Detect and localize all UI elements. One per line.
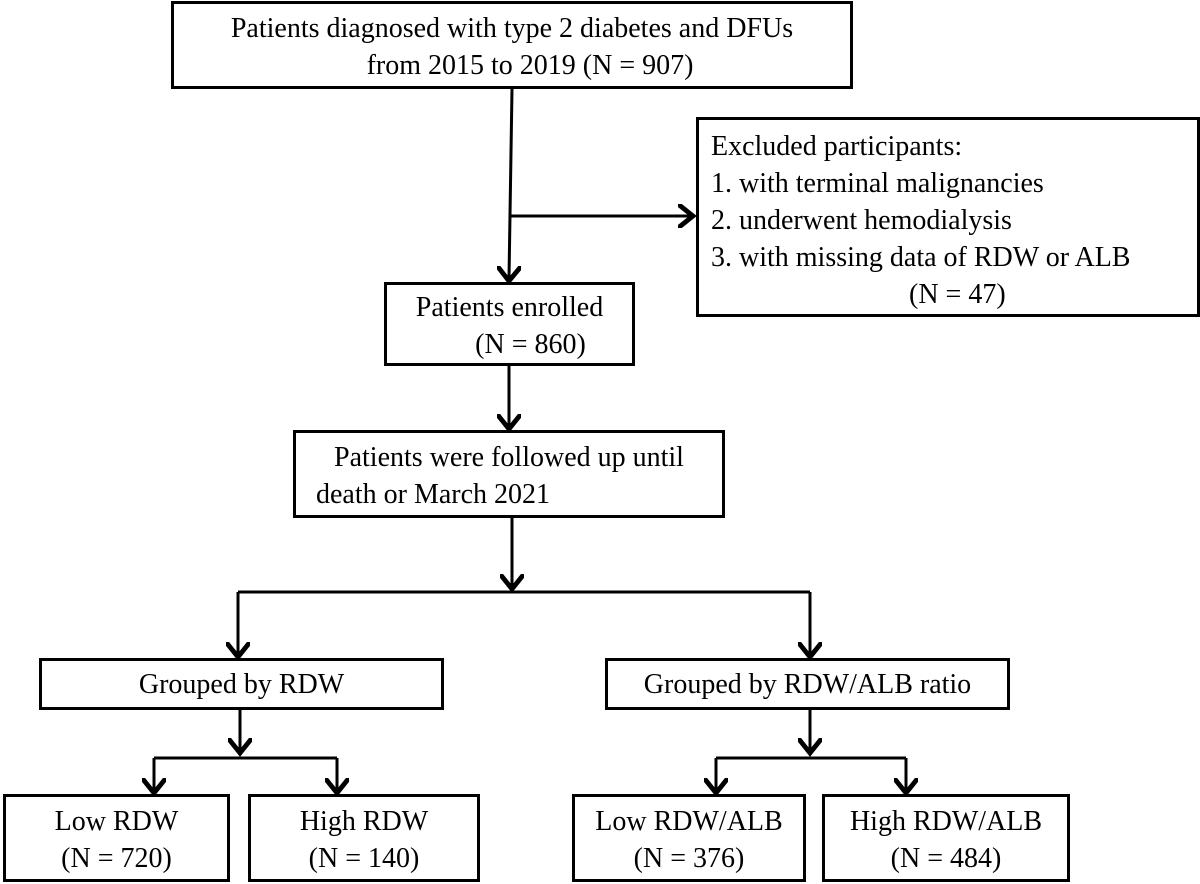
box-follow-up: Patients were followed up until death or… [293,430,725,518]
box-grouped-by-ratio: Grouped by RDW/ALB ratio [605,658,1010,710]
excluded-item: 1. with terminal malignancies [711,168,1044,199]
excluded-item: 3. with missing data of RDW or ALB [711,242,1131,273]
box-grouped-by-rdw: Grouped by RDW [39,658,444,710]
box-high-rdw-alb: High RDW/ALB (N = 484) [822,794,1070,882]
excluded-title: Excluded participants: [711,131,963,162]
box-high-rdw: High RDW (N = 140) [248,794,480,882]
box-initial-patients: Patients diagnosed with type 2 diabetes … [171,1,853,89]
high-ratio-label: High RDW/ALB [849,806,1043,837]
box-low-rdw: Low RDW (N = 720) [3,794,230,882]
box-excluded-participants: Excluded participants: 1. with terminal … [696,117,1200,317]
high-rdw-count: (N = 140) [308,843,420,874]
low-ratio-count: (N = 376) [633,843,745,874]
high-ratio-count: (N = 484) [890,843,1002,874]
low-ratio-label: Low RDW/ALB [595,806,783,837]
excluded-count: (N = 47) [909,279,1006,310]
initial-patients-line2: from 2015 to 2019 (N = 907) [366,50,694,81]
group-ratio-label: Grouped by RDW/ALB ratio [643,669,972,700]
box-patients-enrolled: Patients enrolled (N = 860) [384,282,635,366]
low-rdw-count: (N = 720) [61,843,172,874]
excluded-item: 2. underwent hemodialysis [711,205,1012,236]
connector-top-to-enrolled [509,88,512,278]
followup-line2: death or March 2021 [316,479,551,510]
enrolled-label: Patients enrolled [415,292,604,323]
initial-patients-line1: Patients diagnosed with type 2 diabetes … [230,13,794,44]
followup-line1: Patients were followed up until [334,442,684,473]
low-rdw-label: Low RDW [54,806,179,837]
high-rdw-label: High RDW [299,806,429,837]
group-rdw-label: Grouped by RDW [138,669,345,700]
box-low-rdw-alb: Low RDW/ALB (N = 376) [572,794,806,882]
enrolled-count: (N = 860) [475,329,586,360]
